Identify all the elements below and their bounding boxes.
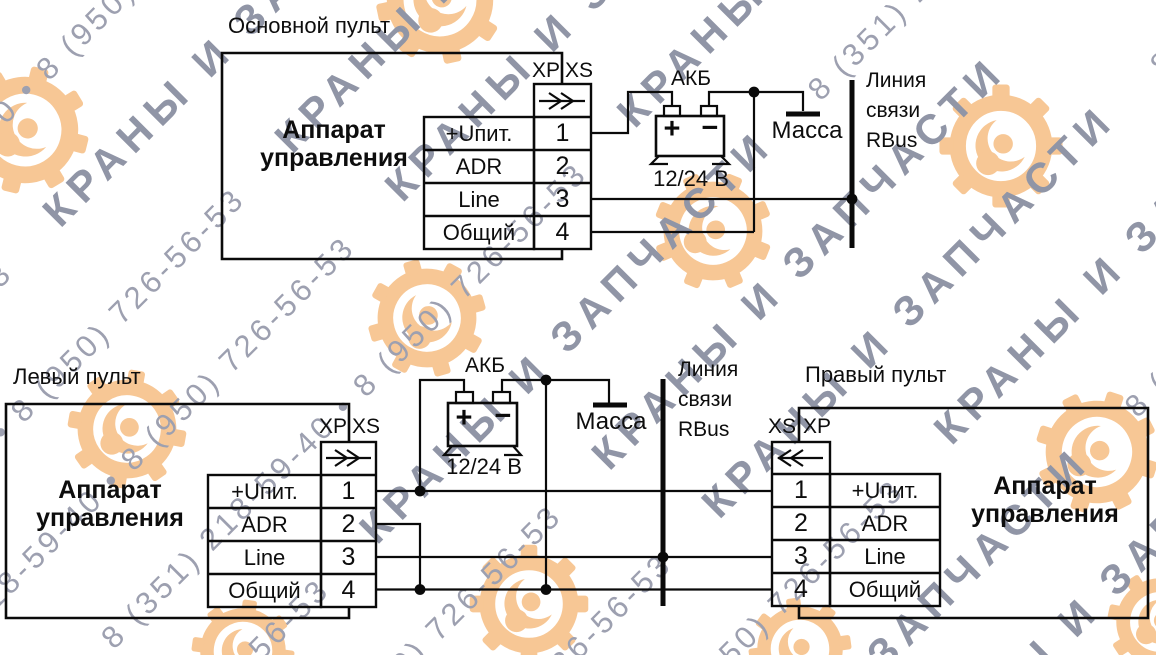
plug-arrow-icon [326,449,371,467]
socket-arrow-icon [777,449,823,467]
bus-label: Линия связи RBus [866,66,926,156]
device-label-line2: управления [971,500,1119,528]
wire [500,378,611,403]
pin-number: 2 [555,152,570,180]
signal-column: +Uпит. ADR Line Общий [830,474,940,606]
signal-label: ADR [455,154,503,179]
bus-label-line3: RBus [678,418,730,441]
signal-column: +Uпит. ADR Line Общий [208,475,321,607]
signal-label: +Uпит. [445,121,513,146]
signal-label: +Uпит. [231,479,298,504]
signal-label: Line [864,544,906,569]
pin-number: 1 [794,476,808,504]
device-label: Аппарат управления [20,476,200,532]
junction-dot [540,584,552,595]
pin-number: 3 [794,542,808,570]
signal-label: +Uпит. [851,478,919,503]
bus-label-line3: RBus [866,129,918,152]
bus-label-line1: Линия [866,69,927,92]
signal-label: Line [243,545,286,570]
plug-label-xp: XP [319,415,348,438]
pin-number-column: 1 2 3 4 [772,474,830,606]
bus-label: Линия связи RBus [678,355,738,445]
pin-number-column: 1 2 3 4 [321,475,376,607]
left-console-title: Левый пульт [13,364,141,389]
battery-voltage: 12/24 В [446,454,522,479]
socket-label-xs: XS [352,415,381,438]
battery-icon: + − [441,390,524,457]
battery-plus-sign: + [456,402,473,434]
bus-label-line1: Линия [678,358,739,381]
battery-minus-sign: − [702,112,719,144]
signal-label: Line [458,187,500,212]
pin-number-column: 1 2 3 4 [534,117,591,249]
junction-dot [414,485,426,497]
socket-label-xs: XS [768,415,797,438]
wire [591,90,674,135]
bus-label-line2: связи [678,388,733,411]
plug-label-xp: XP [532,59,561,82]
wire [376,522,422,590]
ground-label: Масса [771,117,843,144]
pin-number: 1 [555,119,570,147]
pin-number: 3 [341,543,356,571]
battery-voltage: 12/24 В [653,166,729,191]
signal-label: Общий [228,578,301,603]
battery-minus-sign: − [495,400,512,432]
pin-number: 4 [341,576,356,604]
ground-label: Масса [575,408,647,435]
pin-number: 1 [341,477,356,505]
signal-column: +Uпит. ADR Line Общий [424,117,534,249]
pin-number: 2 [794,509,808,537]
device-label-line1: Аппарат [282,116,386,144]
battery-label: АКБ [670,67,712,90]
battery-plus-sign: + [664,113,681,145]
pin-number: 3 [555,185,570,213]
pin-number: 4 [794,575,808,603]
signal-label: ADR [861,511,909,536]
device-label: Аппарат управления [955,472,1135,528]
battery-label: АКБ [464,354,506,377]
socket-label-xs: XS [565,59,594,82]
battery-icon: + − [648,104,732,166]
pin-number: 2 [341,510,356,538]
plug-arrow-icon [539,92,585,110]
junction-dot [748,86,760,98]
device-label-line2: управления [36,504,184,532]
junction-dot [540,374,552,386]
signal-label: Общий [442,220,516,245]
main-console-title: Основной пульт [228,13,391,38]
plug-label-xp: XP [803,415,832,438]
signal-label: ADR [241,512,288,537]
device-label-line2: управления [260,144,408,172]
pin-number: 4 [555,218,570,246]
device-label: Аппарат управления [244,116,424,172]
bus-label-line2: связи [866,99,921,122]
right-console-title: Правый пульт [805,362,947,387]
device-label-line1: Аппарат [993,472,1097,500]
junction-dot [414,584,426,595]
device-label-line1: Аппарат [58,476,162,504]
signal-label: Общий [848,577,922,602]
